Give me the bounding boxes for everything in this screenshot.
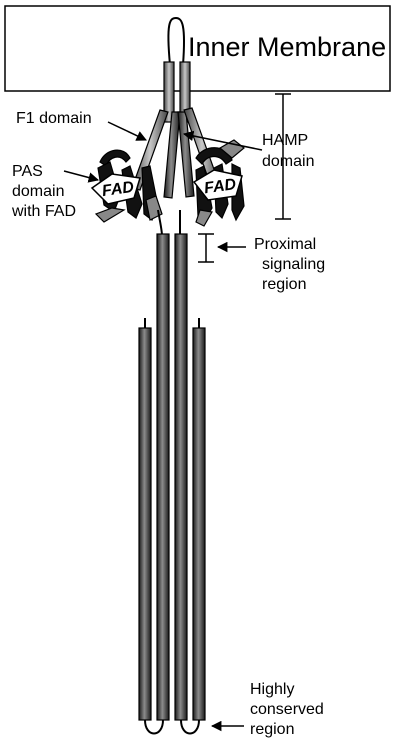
membrane-label: Inner Membrane (188, 32, 386, 62)
conserved-label-line3: region (250, 721, 294, 738)
pas-label-line2: domain (12, 183, 64, 200)
membrane-helix-left (163, 61, 175, 123)
proximal-bracket (198, 233, 214, 263)
fad-left-cofactor (90, 173, 141, 205)
pas-label-line1: PAS (12, 163, 43, 180)
fad-left-label: FAD (101, 179, 135, 200)
hamp-label-line2: domain (262, 153, 314, 170)
pas-label: PAS domain with FAD (11, 163, 76, 220)
signaling-helix-center-right (174, 233, 188, 721)
hamp-bracket (275, 93, 291, 220)
proximal-label-line3: region (262, 276, 306, 293)
hamp-arrow (182, 130, 263, 151)
signaling-helix-outer-right (192, 327, 206, 721)
signaling-helix-outer-left (138, 327, 152, 721)
inner-membrane-box (4, 5, 391, 92)
conserved-label: Highly conserved region (250, 681, 328, 738)
f1-domain-label: F1 domain (16, 110, 92, 127)
fad-right-cofactor (192, 169, 243, 201)
proximal-label: Proximal signaling region (254, 236, 330, 293)
fad-right-label: FAD (203, 176, 237, 197)
transmembrane-loop (167, 16, 186, 66)
signaling-helix-center-left (156, 233, 170, 721)
hamp-label-line1: HAMP (262, 132, 308, 149)
proximal-label-line2: signaling (262, 256, 325, 273)
proximal-label-line1: Proximal (254, 236, 316, 253)
conserved-label-line2: conserved (250, 701, 324, 718)
f1-helices (131, 107, 221, 199)
bottom-hairpins (144, 719, 200, 735)
hamp-label: HAMP domain (262, 132, 314, 170)
pas-label-line3: with FAD (11, 203, 76, 220)
pas-arrow (63, 170, 100, 183)
f1-arrow (107, 121, 147, 141)
conserved-label-line1: Highly (250, 681, 294, 698)
